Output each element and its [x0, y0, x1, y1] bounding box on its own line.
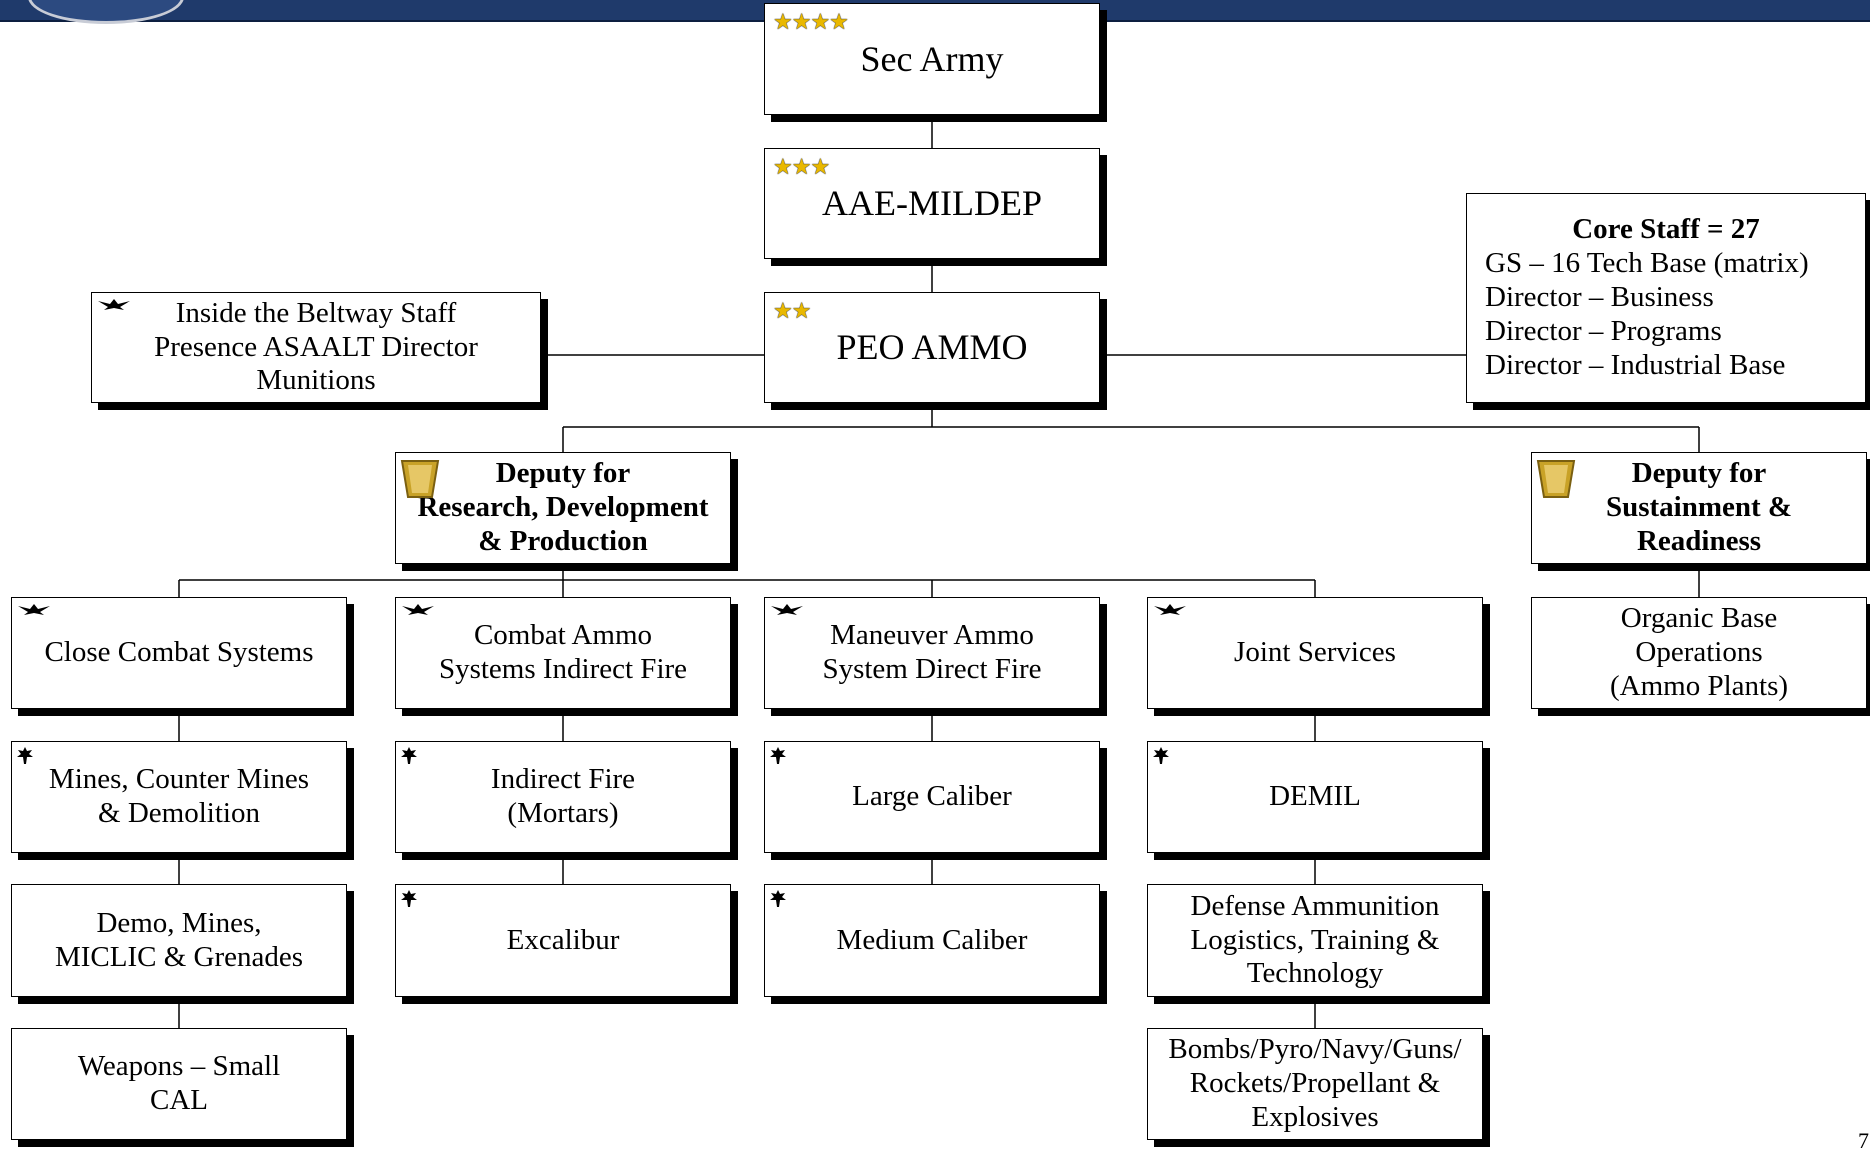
bombs-line-2: Rockets/Propellant & [1189, 1067, 1441, 1100]
organic-base-line-2: Operations [1635, 636, 1763, 669]
organic-base-line-1: Organic Base [1620, 602, 1778, 635]
deputy-sr-line-2: Sustainment & [1605, 491, 1793, 524]
deputy-sr-line-1: Deputy for [1631, 457, 1767, 490]
mines-box: Mines, Counter Mines & Demolition [11, 741, 347, 853]
combat-ammo-box: Combat Ammo Systems Indirect Fire [395, 597, 731, 709]
deputy-rdp-box: Deputy for Research, Development & Produ… [395, 452, 731, 564]
beltway-line-3: Munitions [256, 364, 376, 397]
medium-caliber-box: Medium Caliber [764, 884, 1100, 997]
demo-mines-line-1: Demo, Mines, [96, 906, 262, 939]
keystone-icon [400, 460, 440, 498]
large-caliber-box: Large Caliber [764, 741, 1100, 853]
organic-base-box: Organic Base Operations (Ammo Plants) [1531, 597, 1867, 709]
demil-label: DEMIL [1269, 780, 1361, 813]
close-combat-label: Close Combat Systems [44, 636, 314, 669]
combat-ammo-line-1: Combat Ammo [473, 619, 653, 652]
oak-leaf-icon [1153, 747, 1169, 764]
deputy-rdp-line-3: & Production [478, 524, 648, 557]
deputy-sr-line-3: Readiness [1636, 524, 1762, 557]
demo-mines-line-2: MICLIC & Grenades [54, 940, 304, 973]
combat-ammo-line-2: Systems Indirect Fire [438, 653, 688, 685]
weapons-small-line-1: Weapons – Small [77, 1050, 281, 1083]
beltway-line-2: Presence ASAALT Director [154, 330, 478, 363]
aae-mildep-label: AAE-MILDEP [822, 183, 1042, 224]
bombs-line-3: Explosives [1251, 1100, 1379, 1133]
organic-base-line-3: (Ammo Plants) [1609, 669, 1789, 702]
aae-mildep-box: ★★★ AAE-MILDEP [764, 148, 1100, 259]
eagle-icon [98, 299, 130, 310]
oak-leaf-icon [401, 747, 417, 764]
maneuver-ammo-line-2: System Direct Fire [822, 653, 1042, 685]
two-star-icon: ★★ [773, 299, 811, 324]
excalibur-label: Excalibur [506, 923, 620, 956]
maneuver-ammo-line-1: Maneuver Ammo [830, 619, 1034, 652]
beltway-line-1: Inside the Beltway Staff [175, 296, 457, 329]
sec-army-box: ★★★★ Sec Army [764, 3, 1100, 115]
deputy-sr-box: Deputy for Sustainment & Readiness [1531, 452, 1867, 564]
three-star-icon: ★★★ [773, 155, 830, 180]
eagle-icon [771, 604, 803, 615]
core-staff-title: Core Staff = 27 [1572, 213, 1760, 246]
defense-ammo-line-1: Defense Ammunition [1190, 889, 1440, 922]
keystone-icon [1536, 460, 1576, 498]
bombs-line-1: Bombs/Pyro/Navy/Guns/ [1168, 1033, 1462, 1066]
defense-ammo-line-3: Technology [1246, 957, 1384, 990]
joint-services-label: Joint Services [1234, 636, 1396, 669]
eagle-icon [1154, 604, 1186, 615]
indirect-fire-line-2: (Mortars) [507, 797, 619, 829]
demo-mines-box: Demo, Mines, MICLIC & Grenades [11, 884, 347, 997]
core-staff-box: Core Staff = 27 GS – 16 Tech Base (matri… [1466, 193, 1866, 403]
core-staff-line-1: GS – 16 Tech Base (matrix) [1485, 247, 1809, 280]
weapons-small-box: Weapons – Small CAL [11, 1028, 347, 1140]
core-staff-line-4: Director – Industrial Base [1485, 348, 1786, 381]
four-star-icon: ★★★★ [773, 10, 849, 35]
oak-leaf-icon [17, 747, 33, 764]
sec-army-label: Sec Army [860, 38, 1004, 79]
maneuver-ammo-box: Maneuver Ammo System Direct Fire [764, 597, 1100, 709]
defense-ammo-box: Defense Ammunition Logistics, Training &… [1147, 884, 1483, 997]
eagle-icon [18, 604, 50, 615]
mines-line-2: & Demolition [98, 797, 260, 829]
weapons-small-line-2: CAL [150, 1084, 208, 1116]
excalibur-box: Excalibur [395, 884, 731, 997]
core-staff-line-2: Director – Business [1485, 281, 1714, 314]
deputy-rdp-line-1: Deputy for [495, 457, 631, 490]
oak-leaf-icon [770, 747, 786, 764]
eagle-icon [402, 604, 434, 615]
beltway-staff-box: Inside the Beltway Staff Presence ASAALT… [91, 292, 541, 403]
joint-services-box: Joint Services [1147, 597, 1483, 709]
demil-box: DEMIL [1147, 741, 1483, 853]
medium-caliber-label: Medium Caliber [836, 923, 1028, 956]
oak-leaf-icon [770, 890, 786, 907]
mines-line-1: Mines, Counter Mines [48, 763, 310, 796]
indirect-fire-box: Indirect Fire (Mortars) [395, 741, 731, 853]
bombs-box: Bombs/Pyro/Navy/Guns/ Rockets/Propellant… [1147, 1028, 1483, 1140]
close-combat-box: Close Combat Systems [11, 597, 347, 709]
defense-ammo-line-2: Logistics, Training & [1190, 923, 1440, 956]
indirect-fire-line-1: Indirect Fire [490, 763, 636, 796]
peo-ammo-box: ★★ PEO AMMO [764, 292, 1100, 403]
peo-ammo-label: PEO AMMO [836, 327, 1028, 368]
deputy-rdp-line-2: Research, Development [417, 491, 709, 524]
large-caliber-label: Large Caliber [852, 780, 1012, 813]
oak-leaf-icon [401, 890, 417, 907]
page-number: 7 [1858, 1128, 1869, 1153]
core-staff-line-3: Director – Programs [1485, 314, 1722, 347]
